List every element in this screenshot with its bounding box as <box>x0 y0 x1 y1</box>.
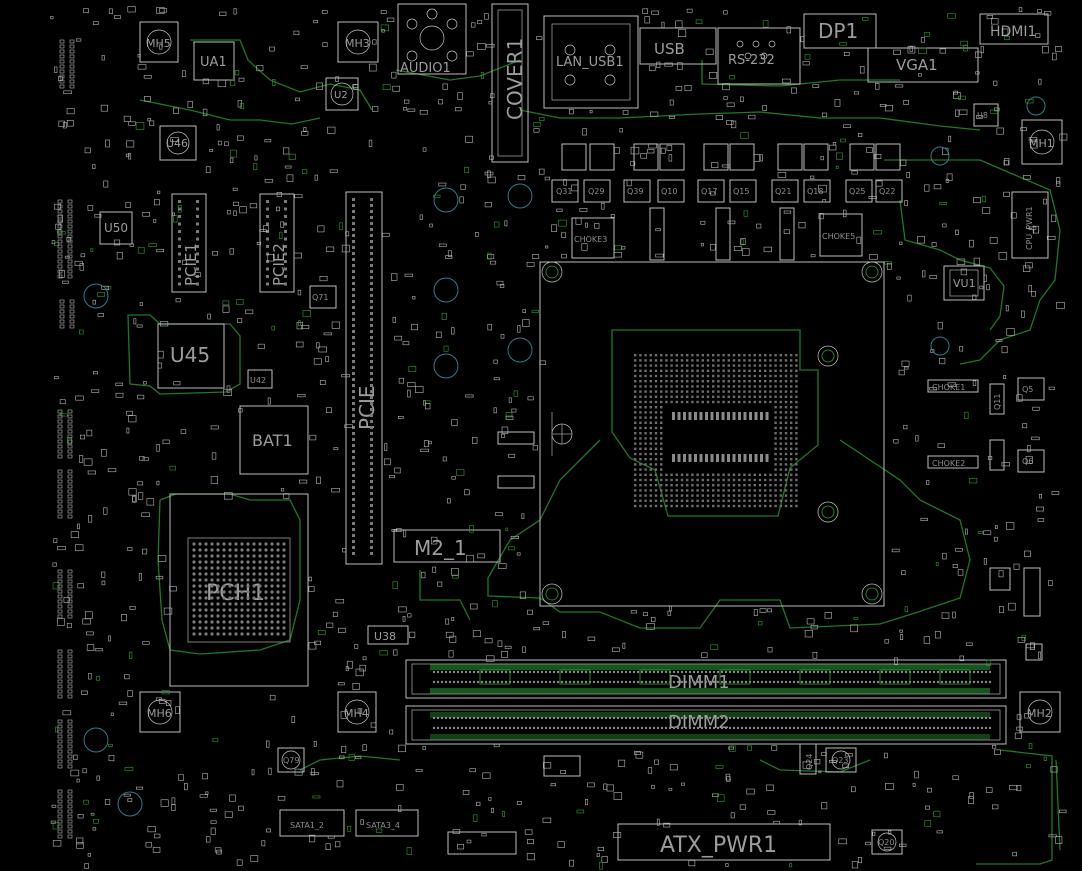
q71-label: Q71 <box>312 293 328 302</box>
vga1-label: VGA1 <box>896 56 938 74</box>
mh5-label: MH5 <box>146 37 171 50</box>
q31-label: Q31 <box>556 187 572 196</box>
q17-label: Q17 <box>701 187 717 196</box>
chokes: CHOKE3 CHOKE5 CHOKE1 CHOKE2 <box>497 207 979 489</box>
u50-label: U50 <box>104 221 128 235</box>
pch-bga-grid <box>192 542 286 636</box>
m2-1-label: M2_1 <box>414 536 467 560</box>
q11-label: Q11 <box>993 394 1002 410</box>
q29-label: Q29 <box>588 187 604 196</box>
u45-label: U45 <box>170 343 210 367</box>
vu1-label: VU1 <box>953 277 976 290</box>
small-components <box>50 6 1068 870</box>
lan-usb1-label: LAN_USB1 <box>556 55 624 70</box>
mh2-label: MH2 <box>1027 707 1052 720</box>
q18-label: Q18 <box>807 187 823 196</box>
cpu-pwr1-label: CPU_PWR1 <box>1025 206 1034 250</box>
q22-label: Q22 <box>879 187 895 196</box>
bat1-label: BAT1 <box>252 431 293 450</box>
choke3-label: CHOKE3 <box>574 235 607 244</box>
copper-traces <box>127 39 1061 865</box>
mounting-holes: MH5 MH3 MH1 MH6 MH4 MH2 <box>139 21 1063 733</box>
mh3-label: MH3 <box>345 37 370 50</box>
q23-label: Q23 <box>832 756 848 765</box>
right-components: CPU_PWR1 VU1 U8 Q5 Q6 Q11 <box>943 103 1049 661</box>
choke1-label: CHOKE1 <box>932 383 965 392</box>
q25-label: Q25 <box>849 187 865 196</box>
q39-label: Q39 <box>627 187 643 196</box>
usb-label: USB <box>654 40 685 58</box>
u42-label: U42 <box>250 376 266 385</box>
q15-label: Q15 <box>733 187 749 196</box>
mh4-label: MH4 <box>344 707 369 720</box>
q21-label: Q21 <box>775 187 791 196</box>
pcie1-label: PCIE1 <box>182 243 200 286</box>
vrm-mosfets: Q31 Q29 Q39 Q10 Q17 Q15 Q21 Q18 Q25 Q22 <box>551 143 903 203</box>
q5-label: Q5 <box>1022 385 1033 394</box>
q20-label: Q20 <box>878 838 894 847</box>
sata3-4-label: SATA3_4 <box>366 821 400 830</box>
dimm-pins <box>432 669 992 730</box>
cpu-socket <box>539 261 885 607</box>
pcie-label: PCIE <box>355 385 379 430</box>
sata1-2-label: SATA1_2 <box>290 821 324 830</box>
choke5-label: CHOKE5 <box>822 232 855 241</box>
u2-label: U2 <box>334 90 348 101</box>
mh6-label: MH6 <box>147 707 172 720</box>
hdmi1-label: HDMI1 <box>990 24 1036 40</box>
vias <box>83 96 1046 817</box>
q10-label: Q10 <box>661 187 677 196</box>
u38-label: U38 <box>374 630 396 643</box>
pcie2-label: PCIE2 <box>270 243 288 286</box>
cover1-label: COVER1 <box>503 38 527 120</box>
dimm-copper <box>430 664 990 740</box>
cpu-pin-grid <box>634 354 798 508</box>
dp1-label: DP1 <box>818 19 858 43</box>
rs232-label: RS-232 <box>728 53 775 68</box>
ua1-label: UA1 <box>200 55 227 70</box>
atx-pwr1-label: ATX_PWR1 <box>660 833 777 858</box>
io-connectors: AUDIO1 COVER1 LAN_USB1 USB RS-232 DP1 VG… <box>397 3 1049 163</box>
dimm2-label: DIMM2 <box>668 712 730 733</box>
q79-label: Q79 <box>283 756 299 765</box>
audio1-label: AUDIO1 <box>400 61 451 76</box>
q6-label: Q6 <box>1022 457 1033 466</box>
u46-label: U46 <box>166 137 188 150</box>
choke2-label: CHOKE2 <box>932 459 965 468</box>
